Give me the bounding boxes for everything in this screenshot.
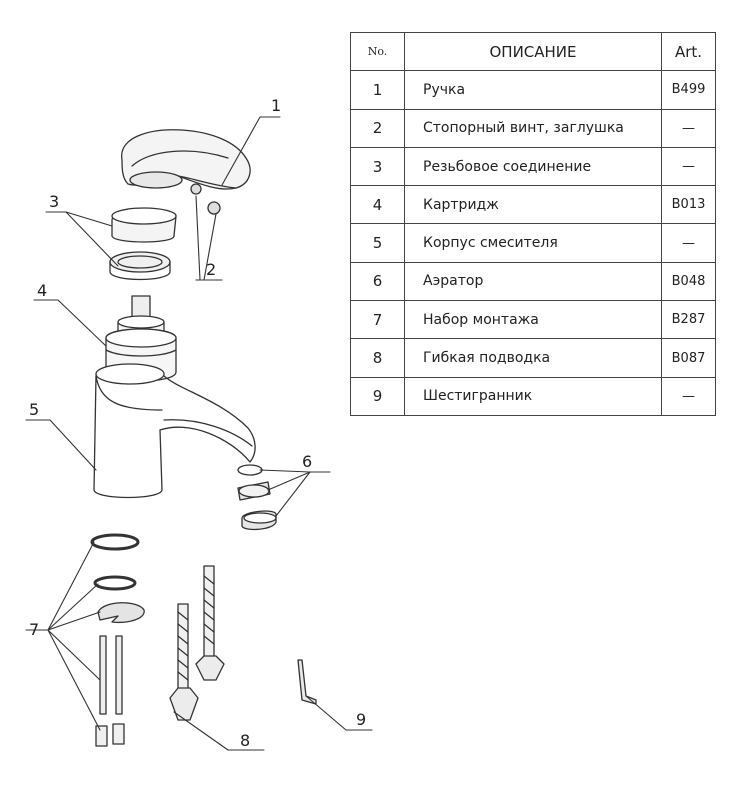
row-description: Гибкая подводка bbox=[404, 338, 662, 378]
row-art: B013 bbox=[661, 185, 716, 225]
row-art: — bbox=[661, 146, 716, 187]
row-description: Корпус смесителя bbox=[404, 223, 662, 263]
row-description: Набор монтажа bbox=[404, 300, 662, 340]
row-no: 2 bbox=[350, 108, 405, 148]
table-row: 2 Стопорный винт, заглушка — bbox=[350, 108, 716, 148]
row-no: 5 bbox=[350, 223, 405, 263]
callout-8: 8 bbox=[240, 731, 250, 750]
table-row: 3 Резьбовое соединение — bbox=[350, 146, 716, 187]
row-description: Стопорный винт, заглушка bbox=[404, 108, 662, 148]
table-row: 1 Ручка B499 bbox=[350, 70, 716, 110]
row-description: Аэратор bbox=[404, 261, 662, 302]
flexible-hose-parts bbox=[169, 565, 225, 721]
row-description: Резьбовое соединение bbox=[404, 146, 662, 187]
row-no: 9 bbox=[350, 376, 405, 416]
row-description: Картридж bbox=[404, 185, 662, 225]
row-description: Шестигранник bbox=[404, 376, 662, 416]
callout-1: 1 bbox=[271, 96, 281, 115]
row-art: — bbox=[661, 223, 716, 263]
row-no: 8 bbox=[350, 338, 405, 378]
row-no: 7 bbox=[350, 300, 405, 340]
header-art: Art. bbox=[661, 31, 716, 72]
aerator-parts bbox=[237, 464, 277, 531]
callout-9: 9 bbox=[356, 710, 366, 729]
handle-part bbox=[121, 129, 251, 190]
table-row: 6 Аэратор B048 bbox=[350, 261, 716, 302]
table-row: 8 Гибкая подводка B087 bbox=[350, 338, 716, 378]
callout-2: 2 bbox=[206, 260, 216, 279]
callout-6: 6 bbox=[302, 452, 312, 471]
row-no: 6 bbox=[350, 261, 405, 302]
hex-key-part bbox=[297, 659, 317, 705]
row-description: Ручка bbox=[404, 70, 662, 110]
mounting-kit-parts bbox=[90, 533, 145, 747]
row-art: — bbox=[661, 376, 716, 416]
row-art: B087 bbox=[661, 338, 716, 378]
callout-5: 5 bbox=[29, 400, 39, 419]
row-no: 4 bbox=[350, 185, 405, 225]
row-art: B287 bbox=[661, 300, 716, 340]
screw-and-cap-part bbox=[190, 183, 221, 215]
callout-3: 3 bbox=[49, 192, 59, 211]
header-no: No. bbox=[350, 31, 405, 72]
table-row: 5 Корпус смесителя — bbox=[350, 223, 716, 263]
callout-4: 4 bbox=[37, 281, 47, 300]
header-description: ОПИСАНИЕ bbox=[404, 31, 662, 72]
row-no: 3 bbox=[350, 146, 405, 187]
table-row: 9 Шестигранник — bbox=[350, 376, 716, 416]
row-art: — bbox=[661, 108, 716, 148]
leader-lines bbox=[25, 116, 373, 751]
callout-7: 7 bbox=[29, 620, 39, 639]
row-no: 1 bbox=[350, 70, 405, 110]
parts-table: No. ОПИСАНИЕ Art. 1 Ручка B499 2 Стопорн… bbox=[350, 31, 716, 416]
row-art: B048 bbox=[661, 261, 716, 302]
callout-labels: 1 2 3 4 5 6 7 8 9 bbox=[29, 96, 366, 750]
row-art: B499 bbox=[661, 70, 716, 110]
parts-table-header: No. ОПИСАНИЕ Art. bbox=[350, 31, 716, 72]
threaded-connection-part bbox=[109, 207, 177, 281]
mixer-body-part bbox=[93, 363, 256, 499]
table-row: 4 Картридж B013 bbox=[350, 185, 716, 225]
table-row: 7 Набор монтажа B287 bbox=[350, 300, 716, 340]
